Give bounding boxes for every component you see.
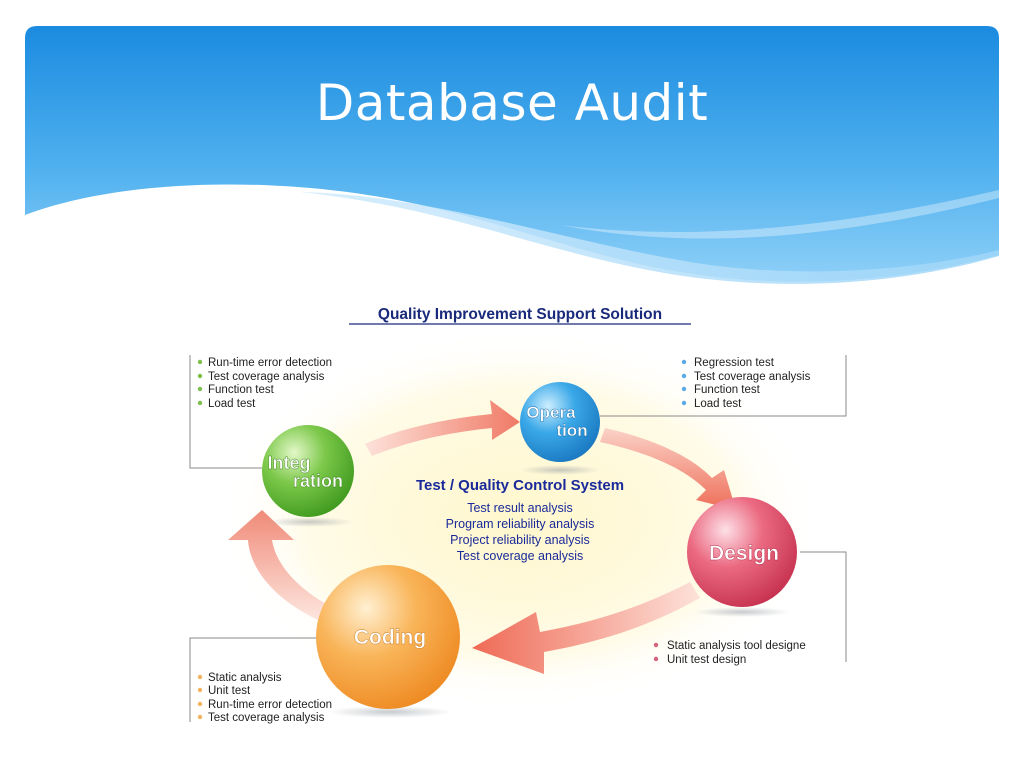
integration-node [262,425,354,517]
integration-label-line2: ration [293,471,343,491]
design-bracket [800,551,847,662]
integration-list: Run-time error detection Test coverage a… [197,357,332,410]
design-label: Design [709,542,779,565]
operation-shadow [520,465,600,475]
list-item: Regression test [694,357,775,369]
integration-label-line1: Integ [268,453,311,473]
list-item: Static analysis [208,672,282,684]
arrow-integration-to-operation [365,400,520,456]
list-bullet [681,400,687,406]
header-banner [25,26,999,284]
list-bullet [197,687,203,693]
list-item: Load test [694,398,742,410]
center-item-1: Test result analysis [467,501,573,515]
list-item: Static analysis tool designe [667,640,806,652]
coding-bracket [189,637,320,722]
list-bullet [197,400,203,406]
operation-node [520,382,600,462]
list-item: Load test [208,398,256,410]
design-shadow [694,607,790,617]
arrow-coding-to-integration [228,510,330,620]
list-bullet [197,714,203,720]
list-bullet [197,373,203,379]
center-item-4: Test coverage analysis [457,549,583,563]
list-item: Function test [208,384,275,396]
integration-shadow [266,517,354,527]
list-bullet [197,674,203,680]
list-bullet [681,386,687,392]
arrow-design-to-coding [472,582,700,674]
operation-label-line2: tion [556,421,587,440]
list-item: Test coverage analysis [208,371,325,383]
coding-list: Static analysis Unit test Run-time error… [197,672,332,724]
arrow-operation-to-design [600,428,736,510]
slide-title: Database Audit [315,74,709,132]
list-item: Unit test [208,685,251,697]
list-item: Unit test design [667,654,746,666]
integration-bracket [189,355,262,469]
operation-bracket [600,355,847,417]
center-item-2: Program reliability analysis [446,517,595,531]
list-bullet [653,642,659,648]
list-bullet [681,359,687,365]
center-item-3: Project reliability analysis [450,533,590,547]
list-bullet [197,386,203,392]
list-item: Test coverage analysis [208,712,325,724]
center-heading: Test / Quality Control System [416,477,624,494]
operation-list: Regression test Test coverage analysis F… [681,357,811,410]
operation-label-line1: Opera [526,403,576,422]
list-bullet [653,656,659,662]
list-bullet [681,373,687,379]
list-bullet [197,359,203,365]
design-list: Static analysis tool designe Unit test d… [653,640,806,666]
coding-node [316,565,460,709]
list-item: Run-time error detection [208,357,332,369]
list-item: Test coverage analysis [694,371,811,383]
coding-label: Coding [354,626,426,649]
diagram-title: Quality Improvement Support Solution [378,306,662,323]
list-bullet [197,701,203,707]
design-node [687,497,797,607]
list-item: Function test [694,384,761,396]
coding-shadow [328,706,452,718]
list-item: Run-time error detection [208,699,332,711]
